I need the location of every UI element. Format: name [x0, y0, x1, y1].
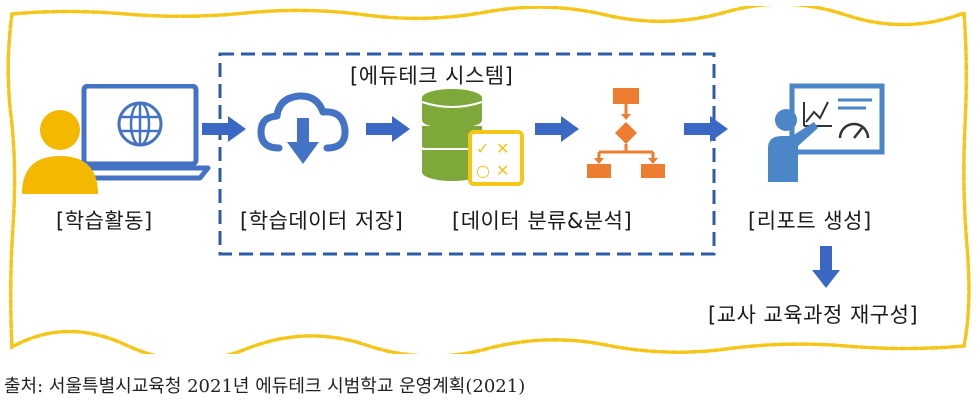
- result-label-curriculum-restructuring: [교사 교육과정 재구성]: [708, 303, 919, 327]
- arrow-right-icon: [202, 116, 246, 142]
- cloud-download-icon: [257, 92, 349, 164]
- svg-text:✕: ✕: [496, 139, 509, 158]
- step-label-learning-activity: [학습활동]: [56, 209, 153, 233]
- step-label-report-generation: [리포트 생성]: [748, 209, 872, 233]
- step-label-learning-data-storage: [학습데이터 저장]: [240, 209, 404, 233]
- svg-text:○: ○: [476, 161, 490, 180]
- diagram-border: [6, 6, 971, 354]
- edutech-system-box: [218, 52, 716, 256]
- step-label-data-classification-analysis: [데이터 분류&분석]: [452, 209, 633, 233]
- arrow-down-icon: [812, 246, 840, 288]
- person-laptop-icon: [22, 84, 211, 194]
- arrow-right-icon: [366, 116, 410, 142]
- system-title: [에듀테크 시스템]: [350, 64, 514, 88]
- flowchart-icon: [587, 88, 665, 178]
- database-icon: ✓ ✕ ○ ✕: [421, 89, 524, 186]
- svg-text:✕: ✕: [496, 161, 509, 180]
- source-caption: 출처: 서울특별시교육청 2021년 에듀테크 시범학교 운영계획(2021): [4, 376, 526, 397]
- svg-text:✓: ✓: [476, 139, 489, 158]
- arrow-right-icon: [535, 116, 579, 142]
- presenter-report-icon: [768, 83, 885, 182]
- arrow-right-icon: [684, 116, 728, 142]
